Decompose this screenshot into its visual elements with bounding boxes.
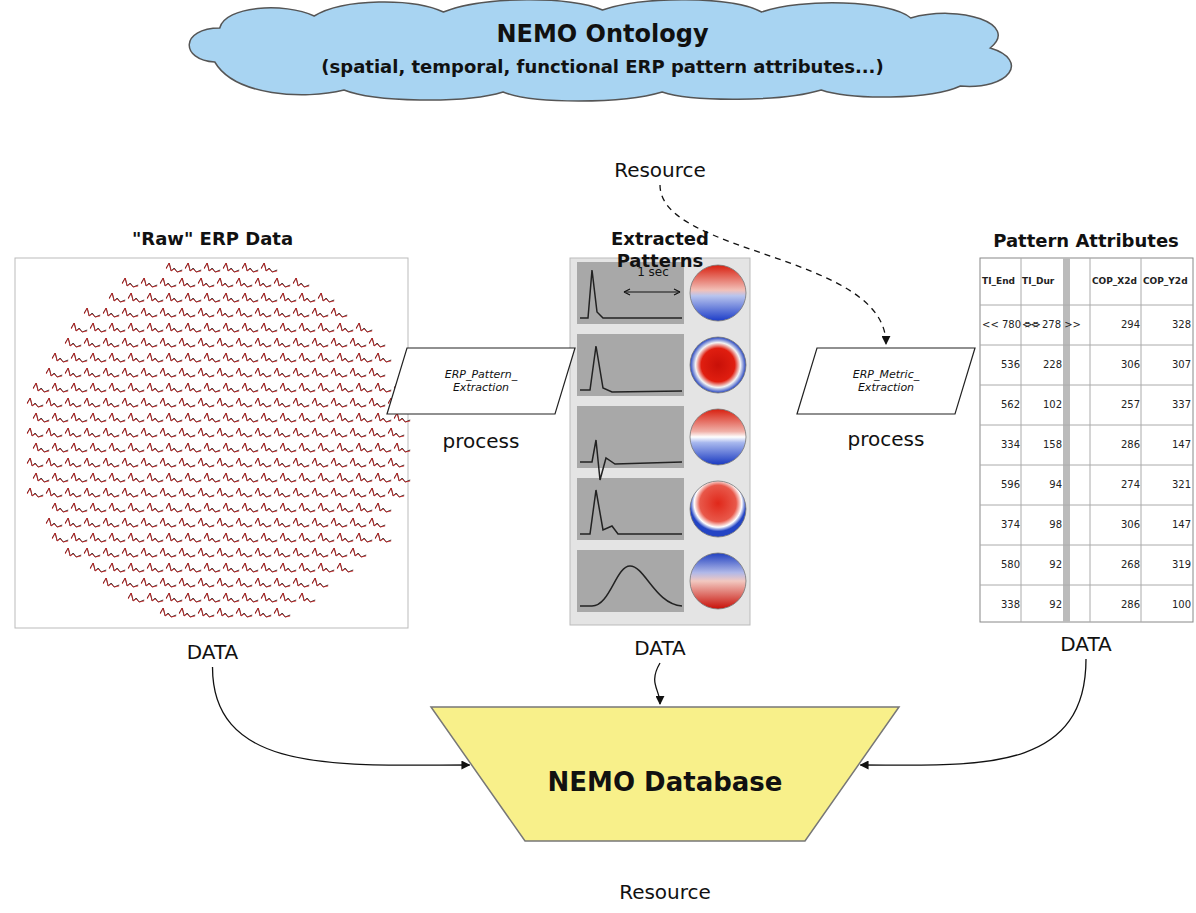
table-cell: 596 [982,479,1020,490]
node-label: process [385,429,577,453]
time-scale-label: 1 sec [628,265,678,279]
node-label: DATA [978,632,1194,656]
table-divider [1063,258,1070,622]
node-title: ERP_Pattern_ Extraction [431,368,531,394]
table-cell: 102 [1022,399,1062,410]
table-cell: 274 [1092,479,1140,490]
table-cell: 147 [1143,439,1191,450]
table-cell: 92 [1022,559,1062,570]
pattern-plots [577,262,684,612]
table-cell: 257 [1092,399,1140,410]
table-cell: 562 [982,399,1020,410]
table-cell: 286 [1092,439,1140,450]
table-cell: 98 [1022,519,1062,530]
node-label: (spatial, temporal, functional ERP patte… [175,56,1030,78]
table-cell: 536 [982,359,1020,370]
time-scale [624,289,680,295]
table-cell: 319 [1143,559,1191,570]
patterns-panel: Extracted PatternsDATA [565,228,755,668]
table-cell: 338 [982,599,1020,610]
table-cell: 228 [1022,359,1062,370]
table-frame [980,258,1193,622]
connector [213,667,470,765]
table-cell: 158 [1022,439,1062,450]
erp-waveforms [27,263,410,617]
raw-erp-frame [15,258,408,628]
topo-maps [690,265,746,609]
table-cell: 334 [982,439,1020,450]
node-label: Resource [560,158,760,182]
table-cell: 580 [982,559,1020,570]
table-header: COP_X2d [1092,276,1140,286]
table-grid [980,258,1193,622]
node-title: NEMO Database [430,767,900,798]
table-cell: 268 [1092,559,1140,570]
table-header: TI_End [982,276,1020,286]
table-cell: 100 [1143,599,1191,610]
table-cell: 147 [1143,519,1191,530]
process-box: ERP_Pattern_ Extractionprocess [385,345,577,417]
shape-outline [175,0,1030,110]
node-label: DATA [10,640,415,664]
patterns-frame [570,258,750,625]
node-label: DATA [565,636,755,660]
node-title: "Raw" ERP Data [10,228,415,250]
table-cell: 306 [1092,519,1140,530]
ontology-cloud: NEMO Ontology (spatial, temporal, functio… [175,0,1030,110]
table-cell: << 278 >> [1022,319,1062,330]
table-cell: 94 [1022,479,1062,490]
table-cell: 307 [1143,359,1191,370]
table-cell: 328 [1143,319,1191,330]
table-header: COP_Y2d [1143,276,1191,286]
node-title: ERP_Metric_ Extraction [836,368,936,394]
connector [655,663,660,704]
table-cell: << 780 >> [982,319,1020,330]
table-cell: 337 [1143,399,1191,410]
node-title: Extracted Patterns [565,228,755,271]
table-cell: 374 [982,519,1020,530]
node-title: NEMO Ontology [175,20,1030,49]
node-label: process [795,427,977,451]
table-cell: 294 [1092,319,1140,330]
node-title: Pattern Attributes [978,230,1194,252]
table-cell: 306 [1092,359,1140,370]
table-cell: 286 [1092,599,1140,610]
node-label: Resource [430,880,900,904]
process-box: ERP_Metric_ Extractionprocess [795,345,977,417]
pattern-curves [580,270,682,606]
table-cell: 321 [1143,479,1191,490]
database-trapezoid: NEMO DatabaseResource [430,705,900,843]
raw-data-panel: "Raw" ERP DataDATA [10,228,415,673]
table-header: TI_Dur [1022,276,1062,286]
table-cell: 92 [1022,599,1062,610]
